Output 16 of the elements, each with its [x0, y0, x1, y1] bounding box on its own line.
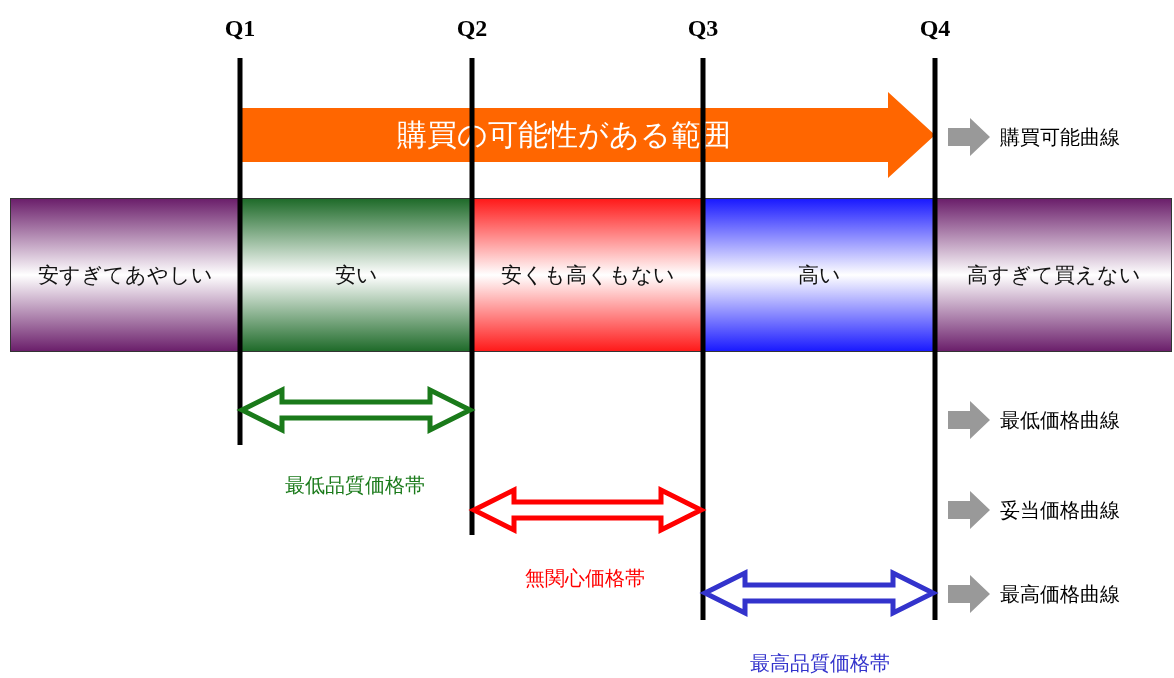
price-band-segment: 高い — [703, 198, 935, 352]
curve-label: 購買可能曲線 — [1000, 123, 1120, 151]
band-label: 無関心価格帯 — [525, 564, 645, 592]
quartile-label: Q3 — [687, 14, 719, 42]
curve-label: 妥当価格曲線 — [1000, 496, 1120, 524]
price-band-segment: 安すぎてあやしい — [10, 198, 240, 352]
price-band-segment: 安い — [240, 198, 472, 352]
curve-label: 最高価格曲線 — [1000, 580, 1120, 608]
band-label: 最低品質価格帯 — [285, 471, 425, 499]
band-label: 最高品質価格帯 — [750, 649, 890, 677]
quartile-label: Q4 — [919, 14, 951, 42]
quartile-label: Q2 — [456, 14, 488, 42]
curve-label: 最低価格曲線 — [1000, 406, 1120, 434]
quartile-label: Q1 — [224, 14, 256, 42]
price-band-segment: 高すぎて買えない — [935, 198, 1172, 352]
price-band-segment: 安くも高くもない — [472, 198, 703, 352]
